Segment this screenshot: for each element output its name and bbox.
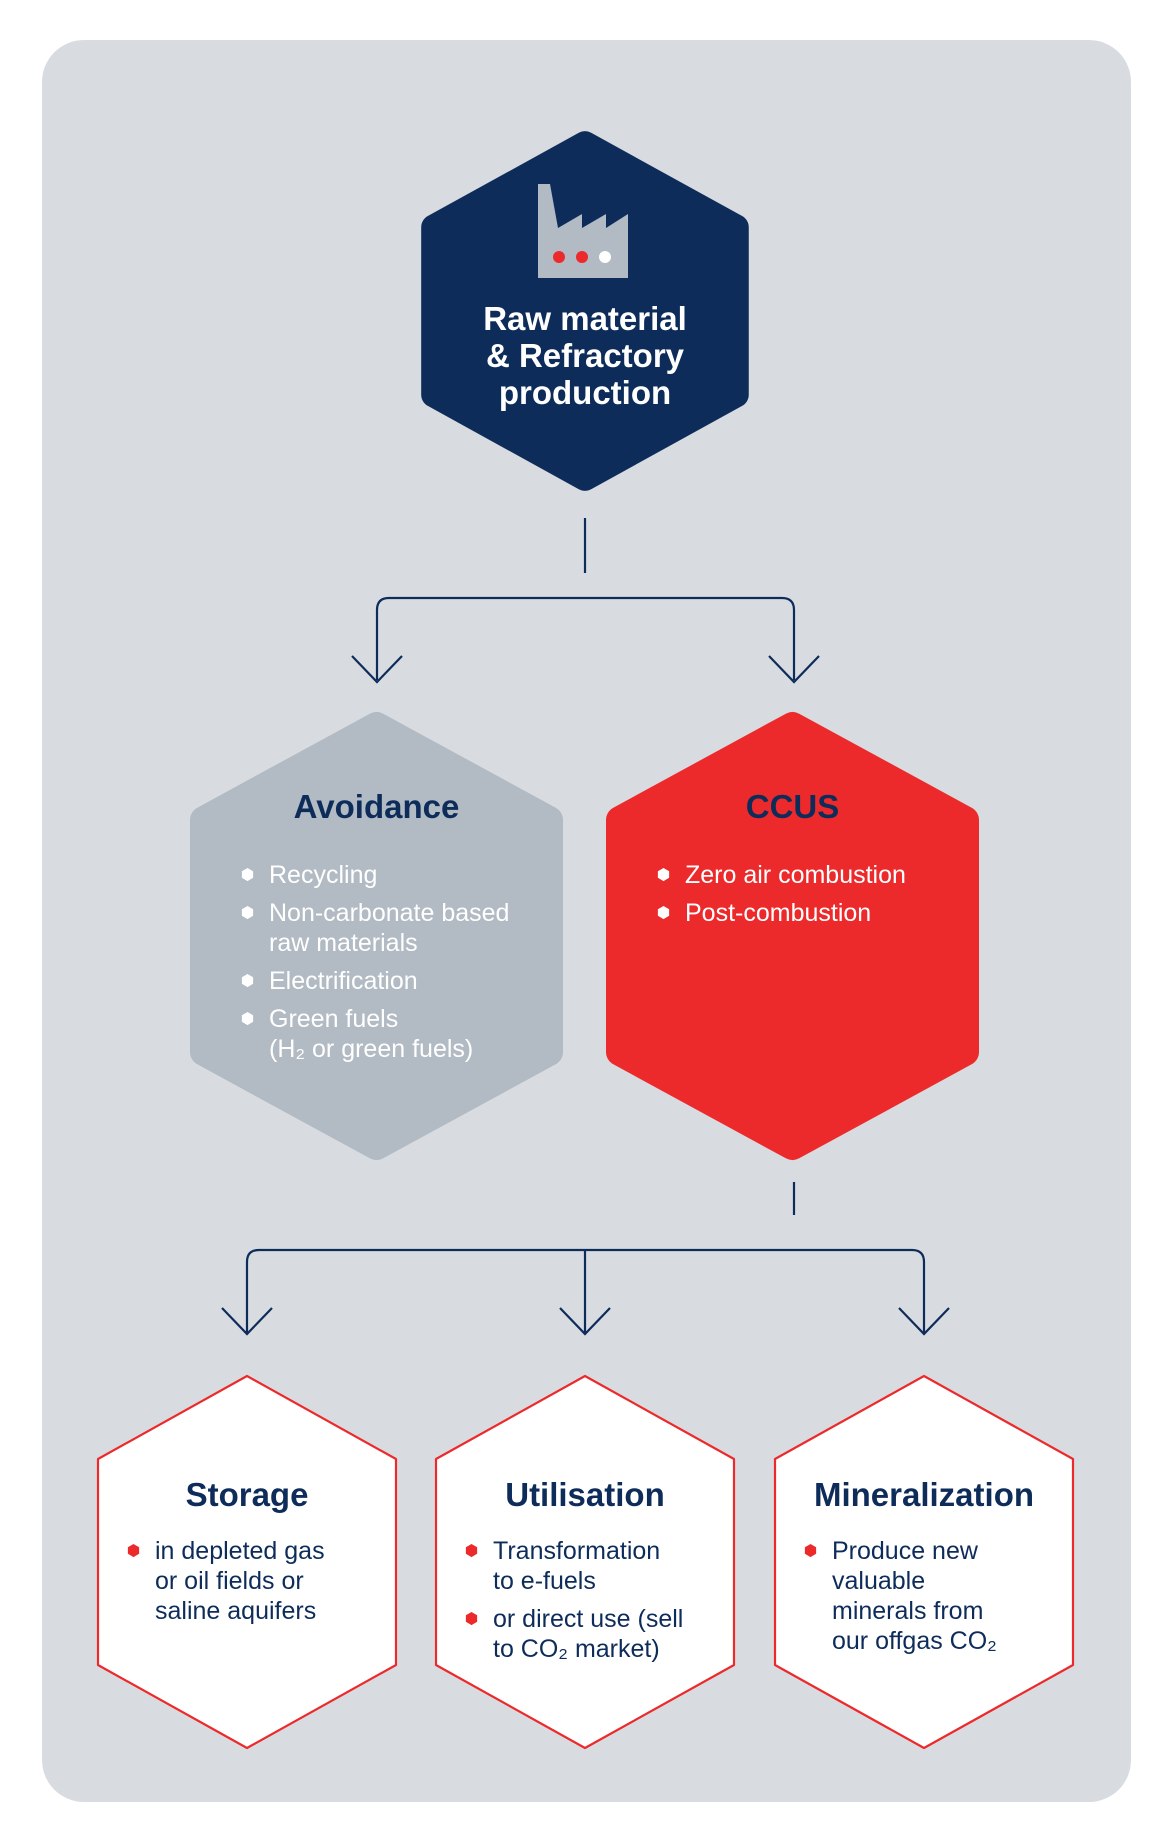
list-item-text: valuable <box>832 1567 926 1595</box>
list-item-text: in depleted gas <box>155 1537 325 1565</box>
hexagon-shape <box>606 712 979 1160</box>
ccus-list: Zero air combustion Post-combustion <box>656 860 906 936</box>
mineralization-hexagon: Mineralization Produce new valuable mine… <box>763 1364 1085 1760</box>
list-item-text: Transformation <box>493 1537 661 1565</box>
list-item-text: Electrification <box>269 967 418 995</box>
ccus-hexagon: CCUS Zero air combustion Post-combustion <box>606 712 979 1160</box>
avoidance-title: Avoidance <box>293 788 460 825</box>
list-item-text: Recycling <box>269 861 378 889</box>
list-item-text: to CO₂ market) <box>493 1635 660 1663</box>
list-item: Electrification <box>240 966 509 996</box>
hexagon-bullet-icon <box>241 973 254 988</box>
storage-hexagon: Storage in depleted gas or oil fields or… <box>86 1364 408 1760</box>
list-item-text: Green fuels <box>269 1005 399 1033</box>
raw-material-title: Raw material & Refractory production <box>420 300 750 411</box>
list-item-text: or direct use (sell <box>493 1605 684 1633</box>
list-item: or direct use (sell to CO₂ market) <box>464 1604 683 1664</box>
title-line: production <box>498 374 672 411</box>
storage-title: Storage <box>185 1476 309 1513</box>
title-line: Raw material <box>483 300 687 337</box>
list-item: Non-carbonate based raw materials <box>240 898 509 958</box>
hexagon-bullet-icon <box>241 867 254 882</box>
factory-icon <box>538 184 628 278</box>
hexagon-bullet-icon <box>465 1611 478 1626</box>
list-item-text: our offgas CO₂ <box>832 1627 997 1655</box>
avoidance-list: Recycling Non-carbonate based raw materi… <box>240 860 509 1072</box>
arrow-to-storage <box>221 1307 273 1336</box>
hexagon-shape <box>434 1374 736 1750</box>
hexagon-shape <box>190 712 563 1160</box>
arrow-to-ccus <box>768 655 820 684</box>
list-item: Green fuels (H₂ or green fuels) <box>240 1004 509 1064</box>
title-line: & Refractory <box>485 337 685 374</box>
list-item-text: (H₂ or green fuels) <box>269 1035 474 1063</box>
arrow-to-mineralization <box>898 1307 950 1336</box>
storage-list: in depleted gas or oil fields or saline … <box>126 1536 325 1634</box>
connector-top-branch <box>375 596 796 680</box>
list-item-text: Produce new <box>832 1537 978 1565</box>
list-item: Transformation to e-fuels <box>464 1536 683 1596</box>
arrow-to-utilisation <box>559 1307 611 1336</box>
list-item: Recycling <box>240 860 509 890</box>
mineralization-list: Produce new valuable minerals from our o… <box>803 1536 997 1664</box>
utilisation-title: Utilisation <box>505 1476 665 1513</box>
hexagon-bullet-icon <box>657 867 670 882</box>
list-item-text: Non-carbonate based <box>269 899 510 927</box>
raw-material-hexagon: Raw material & Refractory production <box>420 130 750 495</box>
utilisation-list: Transformation to e-fuels or direct use … <box>464 1536 683 1672</box>
list-item-text: or oil fields or <box>155 1567 304 1595</box>
list-item-text: Post-combustion <box>685 899 872 927</box>
hexagon-shape <box>773 1374 1075 1750</box>
avoidance-hexagon: Avoidance Recycling Non-carbonate based … <box>190 712 563 1160</box>
hexagon-shape <box>421 131 749 491</box>
list-item-text: raw materials <box>269 929 418 957</box>
list-item: in depleted gas or oil fields or saline … <box>126 1536 325 1626</box>
list-item-text: minerals from <box>832 1597 984 1625</box>
hexagon-bullet-icon <box>804 1543 817 1558</box>
hexagon-shape <box>96 1374 398 1750</box>
list-item: Produce new valuable minerals from our o… <box>803 1536 997 1656</box>
ccus-title: CCUS <box>745 788 840 825</box>
list-item-text: saline aquifers <box>155 1597 317 1625</box>
hexagon-bullet-icon <box>241 1011 254 1026</box>
arrow-to-avoidance <box>351 655 403 684</box>
hexagon-bullet-icon <box>127 1543 140 1558</box>
hexagon-bullet-icon <box>465 1543 478 1558</box>
list-item-text: Zero air combustion <box>685 861 906 889</box>
mineralization-title: Mineralization <box>813 1476 1035 1513</box>
utilisation-hexagon: Utilisation Transformation to e-fuels or… <box>424 1364 746 1760</box>
list-item: Zero air combustion <box>656 860 906 890</box>
hexagon-bullet-icon <box>241 905 254 920</box>
list-item-text: to e-fuels <box>493 1567 596 1595</box>
hexagon-bullet-icon <box>657 905 670 920</box>
list-item: Post-combustion <box>656 898 906 928</box>
